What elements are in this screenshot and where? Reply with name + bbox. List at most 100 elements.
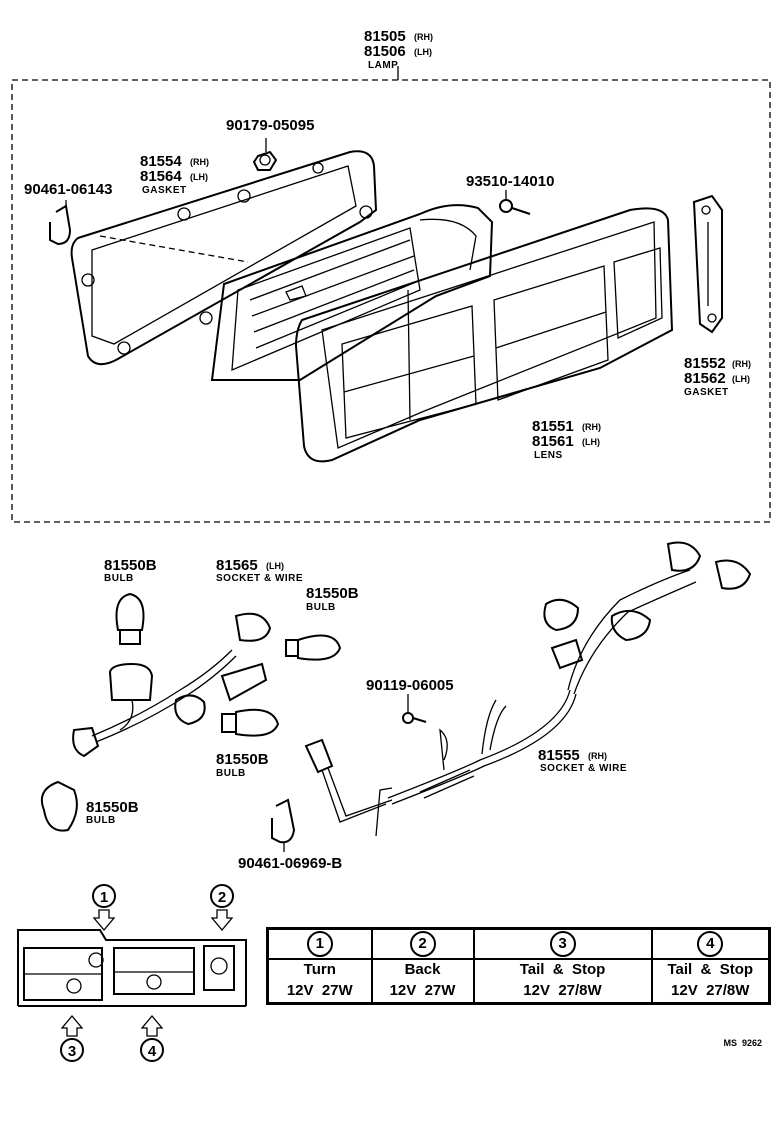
spec-rating-2: 12V 27W — [389, 982, 456, 999]
label-lamp: 81505 (RH) 81506 (LH) LAMP — [364, 28, 433, 71]
label-bulb-b: 81550B BULB — [306, 585, 359, 613]
spec-function-1: Turn — [303, 961, 336, 978]
socket-rh-name: SOCKET & WIRE — [540, 763, 627, 774]
spec-function-3: Tail & Stop — [519, 961, 606, 978]
bulb-d-number: 81550B — [86, 799, 139, 816]
bulb-icon — [40, 780, 78, 832]
side-gasket-name: GASKET — [684, 387, 729, 398]
spec-rating-3: 12V 27/8W — [523, 982, 602, 999]
label-clip-top: 90461-06143 — [24, 181, 112, 198]
label-bulb-c: 81550B BULB — [216, 751, 269, 779]
svg-text:2: 2 — [218, 889, 226, 906]
spec-body-row: Turn 12V 27W Back 12V 27W Tail & Stop 12… — [266, 959, 771, 1005]
label-bulb-a: 81550B BULB — [104, 557, 157, 584]
spec-cell-3: Tail & Stop 12V 27/8W — [472, 959, 653, 1005]
clip-icon — [271, 798, 296, 852]
spec-header-row: 1 2 3 4 — [266, 927, 771, 960]
socket-rh-suffix: (RH) — [588, 751, 607, 761]
lamp-number-lh: 81506 — [364, 43, 406, 60]
position-marker-3: 3 — [60, 1014, 84, 1062]
spec-function-4: Tail & Stop — [667, 961, 754, 978]
lens-number-rh: 81551 — [532, 418, 574, 435]
lens-name: LENS — [534, 450, 563, 461]
lens-suffix-lh: (LH) — [582, 437, 600, 447]
front-gasket-number-rh: 81554 — [140, 153, 182, 170]
label-screw-top: 93510-14010 — [466, 173, 554, 190]
label-socket-lh: 81565 (LH) SOCKET & WIRE — [216, 557, 303, 584]
socket-lh-name: SOCKET & WIRE — [216, 573, 303, 584]
front-gasket-name: GASKET — [142, 185, 187, 196]
front-gasket-number-lh: 81564 — [140, 168, 182, 185]
spec-marker-2: 2 — [370, 927, 475, 960]
socket-wire-rh — [304, 541, 752, 837]
position-marker-2: 2 — [210, 884, 234, 932]
spec-marker-3: 3 — [472, 927, 653, 960]
screw-icon — [402, 694, 427, 724]
screw-mid-number: 90119-06005 — [366, 677, 454, 694]
lamp-housing — [210, 204, 494, 381]
side-gasket-number-lh: 81562 — [684, 370, 726, 387]
lamp-assembly-boundary — [11, 79, 771, 523]
bulb-a-name: BULB — [104, 573, 134, 584]
lamp-number-rh: 81505 — [364, 28, 406, 45]
side-gasket — [692, 194, 723, 334]
side-gasket-number-rh: 81552 — [684, 355, 726, 372]
label-side-gasket: 81552 (RH) 81562 (LH) GASKET — [684, 355, 751, 398]
side-gasket-suffix-rh: (RH) — [732, 359, 751, 369]
front-gasket-suffix-lh: (LH) — [190, 172, 208, 182]
position-marker-4: 4 — [140, 1014, 164, 1062]
label-bulb-d: 81550B BULB — [86, 799, 139, 826]
svg-text:3: 3 — [68, 1043, 76, 1060]
lens — [294, 207, 674, 463]
label-socket-rh: 81555 (RH) SOCKET & WIRE — [538, 747, 627, 774]
clip-top-number: 90461-06143 — [24, 181, 112, 198]
socket-wire-lh — [72, 612, 272, 758]
position-marker-1: 1 — [92, 884, 116, 932]
bulb-icon — [115, 592, 145, 645]
lamp-suffix-rh: (RH) — [414, 32, 433, 42]
label-screw-mid: 90119-06005 — [366, 677, 454, 694]
gasket-guide-line — [99, 235, 249, 263]
spec-cell-2: Back 12V 27W — [370, 959, 475, 1005]
spec-rating-4: 12V 27/8W — [671, 982, 750, 999]
bulb-spec-table: 1 2 3 4 Turn 12V 27W Back 12V 27W Tail &… — [266, 927, 771, 1005]
lens-suffix-rh: (RH) — [582, 422, 601, 432]
bulb-b-name: BULB — [306, 602, 336, 613]
bulb-icon — [221, 708, 280, 737]
front-gasket — [70, 150, 378, 366]
lamp-position-sketch — [17, 929, 247, 1007]
bulb-c-name: BULB — [216, 768, 246, 779]
nut-icon — [252, 138, 278, 171]
clip-icon — [49, 200, 72, 246]
side-gasket-suffix-lh: (LH) — [732, 374, 750, 384]
bulb-a-number: 81550B — [104, 557, 157, 574]
nut-number: 90179-05095 — [226, 117, 314, 134]
bulb-icon — [285, 634, 342, 661]
socket-lh-suffix: (LH) — [266, 561, 284, 571]
spec-marker-1: 1 — [266, 927, 373, 960]
socket-rh-number: 81555 — [538, 747, 580, 764]
label-front-gasket: 81554 (RH) 81564 (LH) GASKET — [140, 153, 209, 196]
svg-text:1: 1 — [100, 889, 108, 906]
bulb-d-name: BULB — [86, 815, 116, 826]
spec-function-2: Back — [404, 961, 441, 978]
label-nut: 90179-05095 — [226, 117, 314, 134]
lamp-suffix-lh: (LH) — [414, 47, 432, 57]
svg-text:4: 4 — [148, 1043, 157, 1060]
bulb-c-number: 81550B — [216, 751, 269, 768]
clip-bottom-number: 90461-06969-B — [238, 855, 342, 872]
spec-marker-4: 4 — [650, 927, 771, 960]
drawing-code: MS 9262 — [723, 1038, 762, 1048]
lamp-name: LAMP — [368, 60, 398, 71]
spec-cell-1: Turn 12V 27W — [266, 959, 373, 1005]
spec-cell-4: Tail & Stop 12V 27/8W — [650, 959, 771, 1005]
screw-top-number: 93510-14010 — [466, 173, 554, 190]
bulb-b-number: 81550B — [306, 585, 359, 602]
socket-lh-number: 81565 — [216, 557, 258, 574]
spec-rating-1: 12V 27W — [286, 982, 353, 999]
label-lens: 81551 (RH) 81561 (LH) LENS — [532, 418, 601, 461]
lens-number-lh: 81561 — [532, 433, 574, 450]
screw-icon — [499, 190, 531, 215]
front-gasket-suffix-rh: (RH) — [190, 157, 209, 167]
